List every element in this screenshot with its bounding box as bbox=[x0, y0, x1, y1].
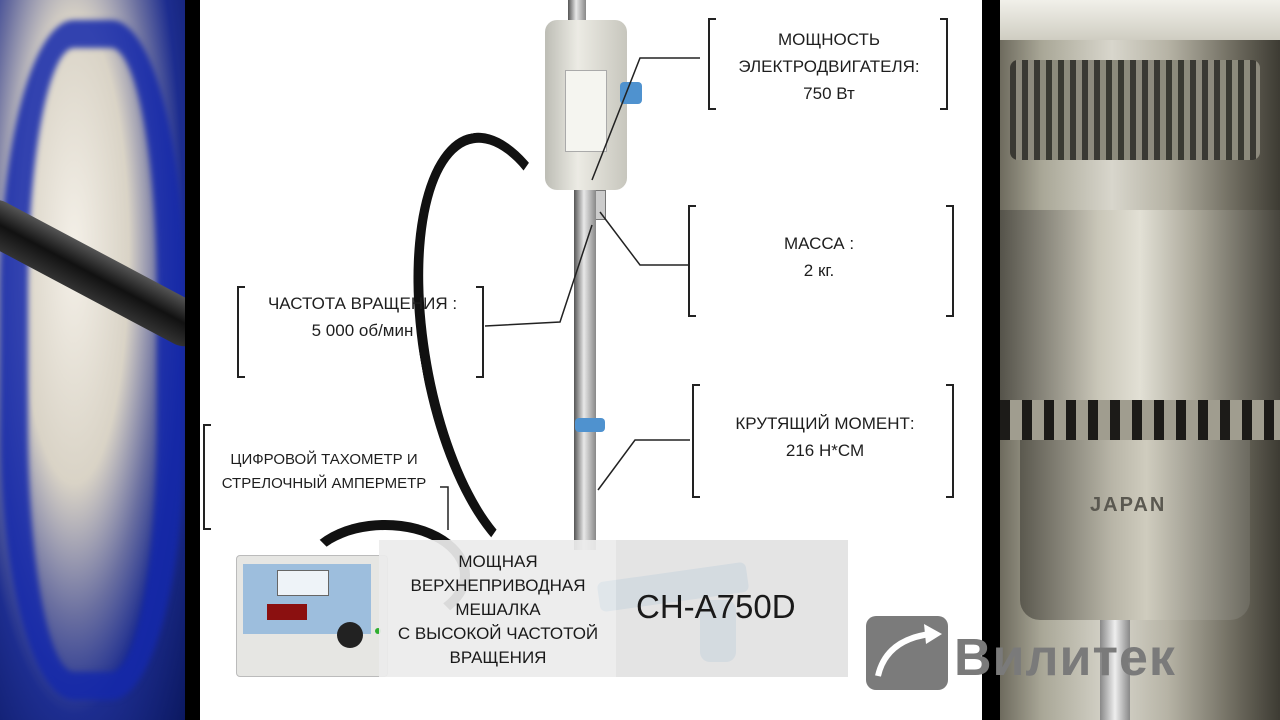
description-box bbox=[379, 540, 616, 677]
bracket-right bbox=[946, 205, 954, 317]
tachometer-display bbox=[267, 604, 307, 620]
callout-line: СТРЕЛОЧНЫЙ АМПЕРМЕТР bbox=[221, 475, 427, 492]
shaft-clamp bbox=[575, 418, 605, 432]
speed-knob-icon bbox=[337, 622, 363, 648]
chuck-teeth bbox=[1000, 400, 1280, 440]
left-photo-panel bbox=[0, 0, 185, 720]
description-line: МОЩНАЯ bbox=[458, 552, 538, 571]
callout-line: ЦИФРОВОЙ ТАХОМЕТР И bbox=[230, 451, 418, 468]
description-line: МЕШАЛКА bbox=[455, 600, 541, 619]
torque-callout: КРУТЯЩИЙ МОМЕНТ: 216 Н*СМ bbox=[700, 410, 950, 464]
callout-line: 2 кг. bbox=[803, 261, 835, 280]
motor-unit bbox=[545, 20, 627, 190]
callout-line: МАССА : bbox=[783, 234, 855, 253]
bracket-left bbox=[237, 286, 245, 378]
brand-logo-icon bbox=[866, 616, 948, 690]
power-led-icon bbox=[375, 628, 381, 634]
chuck-knurl bbox=[1010, 60, 1260, 160]
bracket-left bbox=[203, 424, 211, 530]
callout-line: 750 Вт bbox=[803, 84, 855, 103]
brand-name: Вилитек bbox=[954, 629, 1176, 687]
chuck-shaft bbox=[1100, 620, 1130, 720]
leader-torque bbox=[597, 439, 690, 491]
chuck-marking: JAPAN bbox=[1090, 494, 1167, 516]
description-line: ВЕРХНЕПРИВОДНАЯ bbox=[410, 576, 586, 595]
speed-callout: ЧАСТОТА ВРАЩЕНИЯ : 5 000 об/мин bbox=[245, 290, 480, 344]
chuck-body bbox=[1000, 210, 1280, 400]
control-unit bbox=[236, 555, 388, 677]
chuck-cap bbox=[1000, 0, 1280, 40]
bracket-left bbox=[708, 18, 716, 110]
callout-line: ЧАСТОТА ВРАЩЕНИЯ : bbox=[267, 294, 458, 313]
ammeter-display bbox=[277, 570, 329, 596]
product-description: МОЩНАЯ ВЕРХНЕПРИВОДНАЯ МЕШАЛКА С ВЫСОКОЙ… bbox=[384, 550, 612, 670]
leader-mass bbox=[599, 211, 688, 266]
bracket-left bbox=[688, 205, 696, 317]
model-name: CH-A750D bbox=[636, 588, 796, 625]
model-box bbox=[616, 540, 848, 677]
right-photo-panel bbox=[1000, 0, 1280, 720]
leader-meters bbox=[440, 486, 449, 530]
motor-label-plate bbox=[565, 70, 607, 152]
motor-power-callout: МОЩНОСТЬ ЭЛЕКТРОДВИГАТЕЛЯ: 750 Вт bbox=[716, 26, 942, 107]
stirrer-shaft bbox=[574, 190, 596, 550]
callout-line: КРУТЯЩИЙ МОМЕНТ: bbox=[735, 414, 915, 433]
callout-line: ЭЛЕКТРОДВИГАТЕЛЯ: bbox=[738, 57, 920, 76]
bracket-right bbox=[940, 18, 948, 110]
leader-speed bbox=[484, 224, 593, 327]
chuck-lower bbox=[1020, 440, 1250, 620]
bracket-right bbox=[476, 286, 484, 378]
motor-clamp bbox=[620, 82, 642, 104]
callout-line: 5 000 об/мин bbox=[311, 321, 414, 340]
mass-callout: МАССА : 2 кг. bbox=[696, 230, 942, 284]
callout-line: 216 Н*СМ bbox=[785, 441, 865, 460]
description-line: ВРАЩЕНИЯ bbox=[449, 648, 547, 667]
leader-motor-power bbox=[591, 57, 700, 181]
description-line: С ВЫСОКОЙ ЧАСТОТОЙ bbox=[397, 624, 599, 643]
meters-callout: ЦИФРОВОЙ ТАХОМЕТР И СТРЕЛОЧНЫЙ АМПЕРМЕТР bbox=[208, 448, 440, 496]
callout-line: МОЩНОСТЬ bbox=[777, 30, 881, 49]
bracket-left bbox=[692, 384, 700, 498]
bracket-right bbox=[946, 384, 954, 498]
